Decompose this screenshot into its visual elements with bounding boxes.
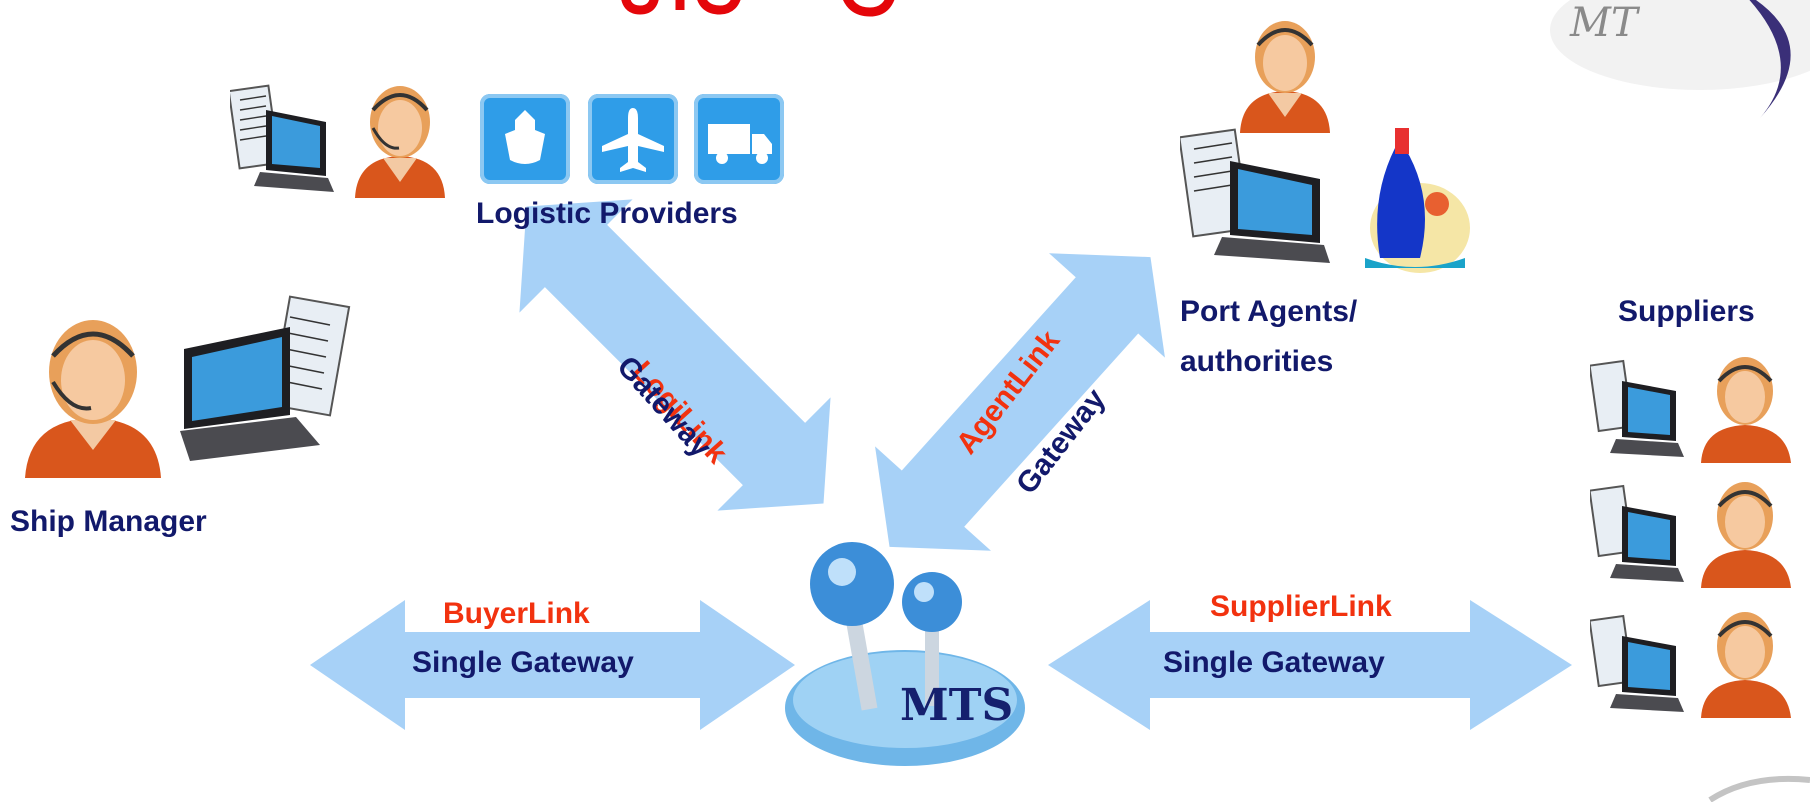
logistic-providers-label: Logistic Providers: [476, 197, 738, 230]
logilink-arrow: [519, 199, 831, 511]
ship-manager-label: Ship Manager: [10, 505, 207, 538]
title-fragment: [610, 0, 950, 18]
supplierlink-gateway-label: Single Gateway: [1163, 646, 1385, 679]
port-agents-label-line2: authorities: [1180, 345, 1334, 378]
corner-decoration: [1700, 770, 1810, 802]
port-agents-label-line1: Port Agents/: [1180, 295, 1358, 328]
svg-text:MT: MT: [1569, 0, 1641, 46]
supplier-row-2: [1588, 470, 1810, 590]
supplier-row-3: [1588, 600, 1810, 720]
cargo-ship-icon: [1345, 118, 1475, 278]
agentlink-arrow: [875, 253, 1165, 551]
ship-tile-icon: [480, 94, 570, 184]
supplierlink-label: SupplierLink: [1210, 590, 1392, 623]
supplier-row-1: [1588, 345, 1810, 465]
buyerlink-label: BuyerLink: [443, 597, 590, 630]
supplierlink-arrow: [1048, 600, 1572, 730]
logistic-laptop-icon: [227, 80, 340, 195]
ship-manager-operator-icon: [15, 300, 170, 480]
mts-logo-icon: MT: [1510, 0, 1810, 118]
ship-manager-laptop-icon: [170, 295, 355, 465]
airplane-tile-icon: [588, 94, 678, 184]
port-operator-icon: [1230, 5, 1340, 135]
mts-hub-label: MTS: [900, 680, 1014, 731]
port-laptop-icon: [1178, 125, 1340, 265]
buyerlink-arrow: [310, 600, 795, 730]
suppliers-label: Suppliers: [1618, 295, 1755, 328]
logistic-operator-icon: [345, 70, 455, 200]
mts-joystick-icon: [770, 530, 1035, 775]
truck-tile-icon: [694, 94, 784, 184]
supplier-operator-icon: [1701, 357, 1791, 463]
buyerlink-gateway-label: Single Gateway: [412, 646, 634, 679]
supplier-laptop-icon: [1588, 359, 1684, 457]
